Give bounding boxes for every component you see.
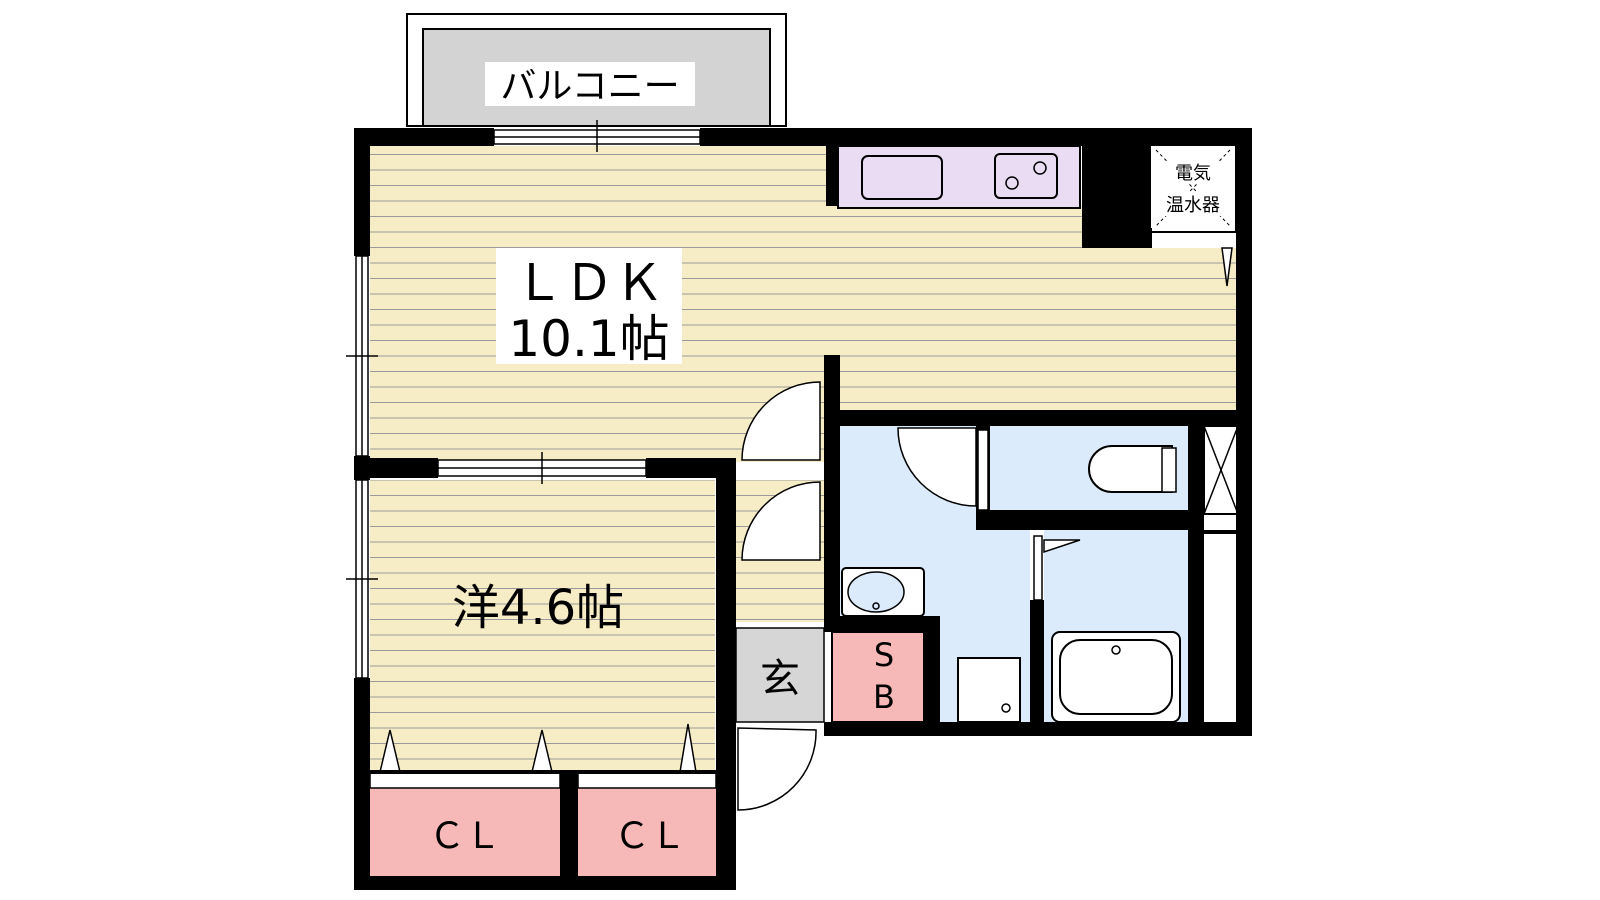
- water-heater-label-2: 温水器: [1166, 195, 1220, 216]
- doors: [737, 381, 1081, 811]
- closet-right: ＣＬ: [578, 788, 716, 876]
- shoe-box: S B: [831, 631, 925, 723]
- sink-icon: [861, 155, 943, 200]
- ldk-label: ＬＤＫ 10.1帖: [496, 248, 682, 368]
- shoe-box-label-s: S: [874, 636, 894, 674]
- western-room-floor: [370, 480, 715, 770]
- closet-left-label: ＣＬ: [429, 816, 501, 857]
- washing-machine-icon: [957, 657, 1021, 723]
- balcony: バルコニー: [406, 13, 787, 127]
- storage-cabinet-right: [1203, 425, 1239, 515]
- ldk-name: ＬＤＫ: [514, 254, 664, 312]
- bathtub-icon: [1051, 631, 1181, 723]
- ldk-floor: [370, 146, 1237, 472]
- ldk-size: 10.1帖: [508, 310, 669, 368]
- kitchen-counter: [837, 145, 1081, 209]
- water-heater-label-1: 電気: [1175, 163, 1211, 184]
- entrance-label: 玄: [760, 656, 800, 702]
- western-room-label: 洋4.6帖: [452, 580, 624, 636]
- closet-right-label: ＣＬ: [614, 816, 686, 857]
- windows: [346, 120, 701, 679]
- closet-left: ＣＬ: [370, 788, 560, 876]
- water-heater: 電気 温水器: [1149, 143, 1237, 287]
- shoe-box-label-b: B: [873, 678, 895, 716]
- wash-basin-icon: [841, 567, 925, 617]
- toilet-icon: [1088, 445, 1177, 493]
- stove-icon: [994, 153, 1058, 199]
- entrance: 玄: [735, 627, 825, 723]
- balcony-label: バルコニー: [500, 66, 679, 107]
- walls: [354, 128, 1252, 890]
